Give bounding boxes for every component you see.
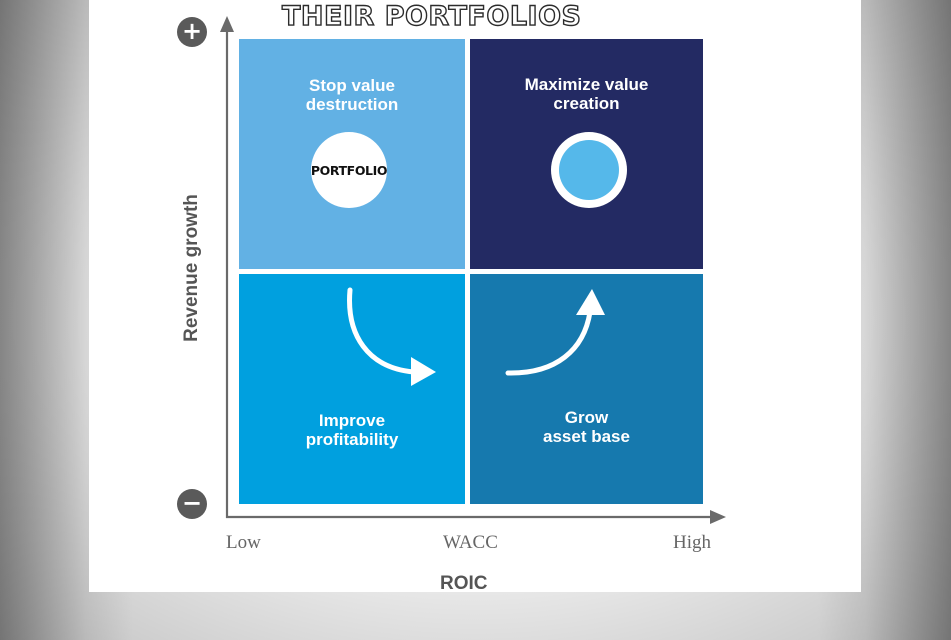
quadrant-label-line2: creation (553, 94, 620, 113)
target-circle-fill (559, 140, 619, 200)
quadrant-label-line2: destruction (305, 95, 399, 114)
quadrant-label-line1: Improve (318, 411, 386, 430)
quadrant-label-line2: asset base (543, 427, 630, 446)
target-circle (551, 132, 627, 208)
x-tick-low: Low (226, 532, 261, 553)
x-axis-label: ROIC (440, 573, 488, 594)
y-axis (220, 16, 234, 518)
y-axis-label: Revenue growth (181, 194, 202, 342)
quadrant-label-line1: Maximize value (524, 75, 649, 94)
quadrant-label: Grow asset base (470, 408, 703, 446)
curved-arrow-right-icon (347, 287, 436, 386)
quadrant-label-line1: Grow (564, 408, 609, 427)
quadrant-label: Stop value destruction (239, 76, 465, 114)
x-axis (226, 510, 726, 524)
curved-arrow-up-icon (505, 289, 605, 376)
minus-circle-icon: − (177, 489, 207, 519)
x-tick-wacc: WACC (443, 532, 498, 553)
page-title: THEIR PORTFOLIOS (281, 0, 582, 32)
quadrant-label: Maximize value creation (470, 75, 703, 113)
quadrant-label-line1: Stop value (309, 76, 395, 95)
quadrant-label: Improve profitability (239, 411, 465, 449)
portfolio-circle: PORTFOLIO (311, 132, 387, 208)
plus-circle-icon: + (177, 17, 207, 47)
quadrant-label-line2: profitability (305, 430, 399, 449)
quadrant-stop-value-destruction: Stop value destruction (239, 39, 465, 269)
x-tick-high: High (673, 532, 711, 553)
portfolio-label: PORTFOLIO (310, 162, 388, 178)
